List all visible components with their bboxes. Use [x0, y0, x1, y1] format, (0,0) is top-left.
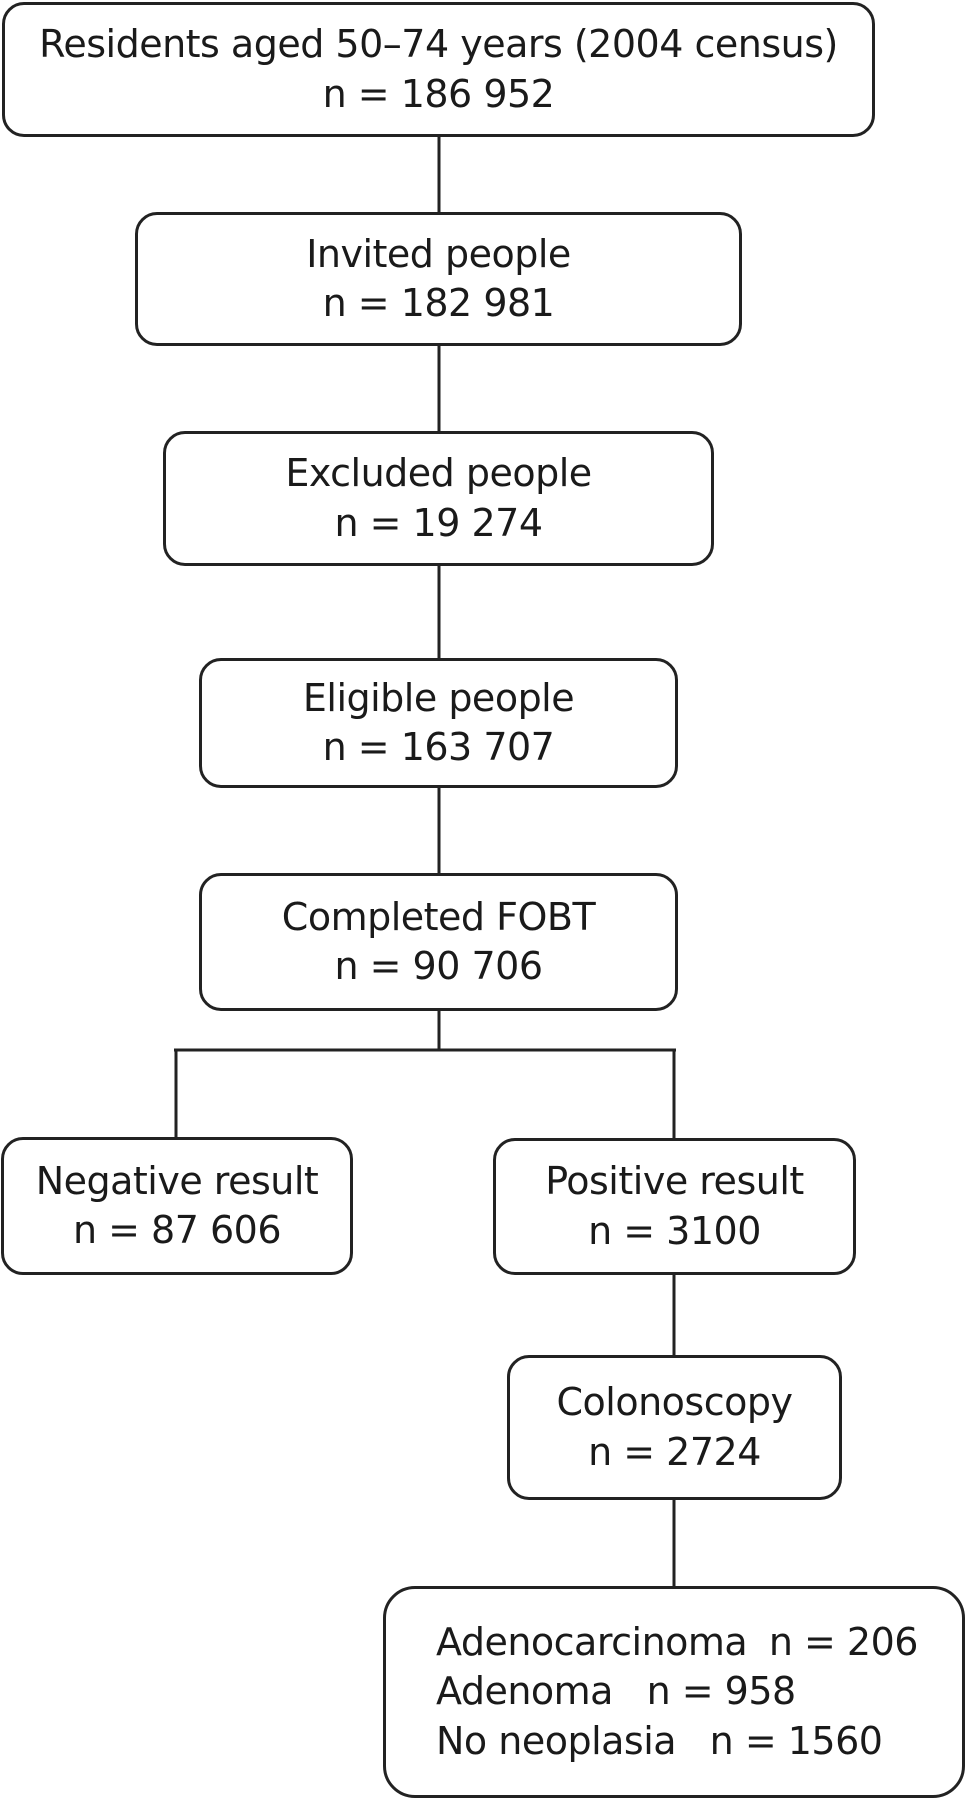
negative-result-label: Negative result — [35, 1158, 319, 1203]
colonoscopy-count: n = 2724 — [588, 1429, 761, 1474]
outcome-no-neoplasia-label: No neoplasia — [436, 1718, 677, 1763]
eligible-label: Eligible people — [302, 675, 575, 720]
residents-count: n = 186 952 — [322, 71, 555, 116]
excluded-box: Excluded people n = 19 274 — [163, 431, 714, 566]
invited-box: Invited people n = 182 981 — [135, 212, 742, 346]
positive-result-count: n = 3100 — [588, 1208, 761, 1253]
completed-fobt-count: n = 90 706 — [334, 944, 543, 988]
residents-label: Residents aged 50–74 years (2004 census) — [39, 22, 838, 67]
positive-result-box: Positive result n = 3100 — [493, 1138, 856, 1275]
outcome-adenocarcinoma-label: Adenocarcinoma — [436, 1619, 748, 1664]
outcome-adenoma: Adenoma n = 958 — [436, 1667, 796, 1716]
outcome-adenoma-label: Adenoma — [436, 1669, 613, 1714]
colonoscopy-label: Colonoscopy — [556, 1380, 793, 1425]
outcomes-box: Adenocarcinoma n = 206 Adenoma n = 958 N… — [383, 1586, 965, 1798]
eligible-count: n = 163 707 — [322, 725, 555, 769]
completed-fobt-label: Completed FOBT — [281, 894, 596, 939]
negative-result-box: Negative result n = 87 606 — [1, 1137, 353, 1275]
completed-fobt-box: Completed FOBT n = 90 706 — [199, 873, 678, 1011]
positive-result-label: Positive result — [545, 1159, 804, 1204]
residents-box: Residents aged 50–74 years (2004 census)… — [2, 2, 875, 137]
outcome-adenocarcinoma-count: n = 206 — [768, 1619, 919, 1664]
outcome-no-neoplasia-count: n = 1560 — [709, 1718, 883, 1763]
negative-result-count: n = 87 606 — [72, 1208, 282, 1252]
outcome-no-neoplasia: No neoplasia n = 1560 — [436, 1717, 883, 1766]
excluded-count: n = 19 274 — [334, 500, 543, 545]
invited-count: n = 182 981 — [322, 281, 555, 325]
eligible-box: Eligible people n = 163 707 — [199, 658, 678, 788]
excluded-label: Excluded people — [285, 451, 592, 496]
outcome-adenoma-count: n = 958 — [646, 1669, 797, 1714]
outcome-adenocarcinoma: Adenocarcinoma n = 206 — [436, 1618, 918, 1667]
colonoscopy-box: Colonoscopy n = 2724 — [507, 1355, 842, 1500]
invited-label: Invited people — [306, 231, 571, 276]
